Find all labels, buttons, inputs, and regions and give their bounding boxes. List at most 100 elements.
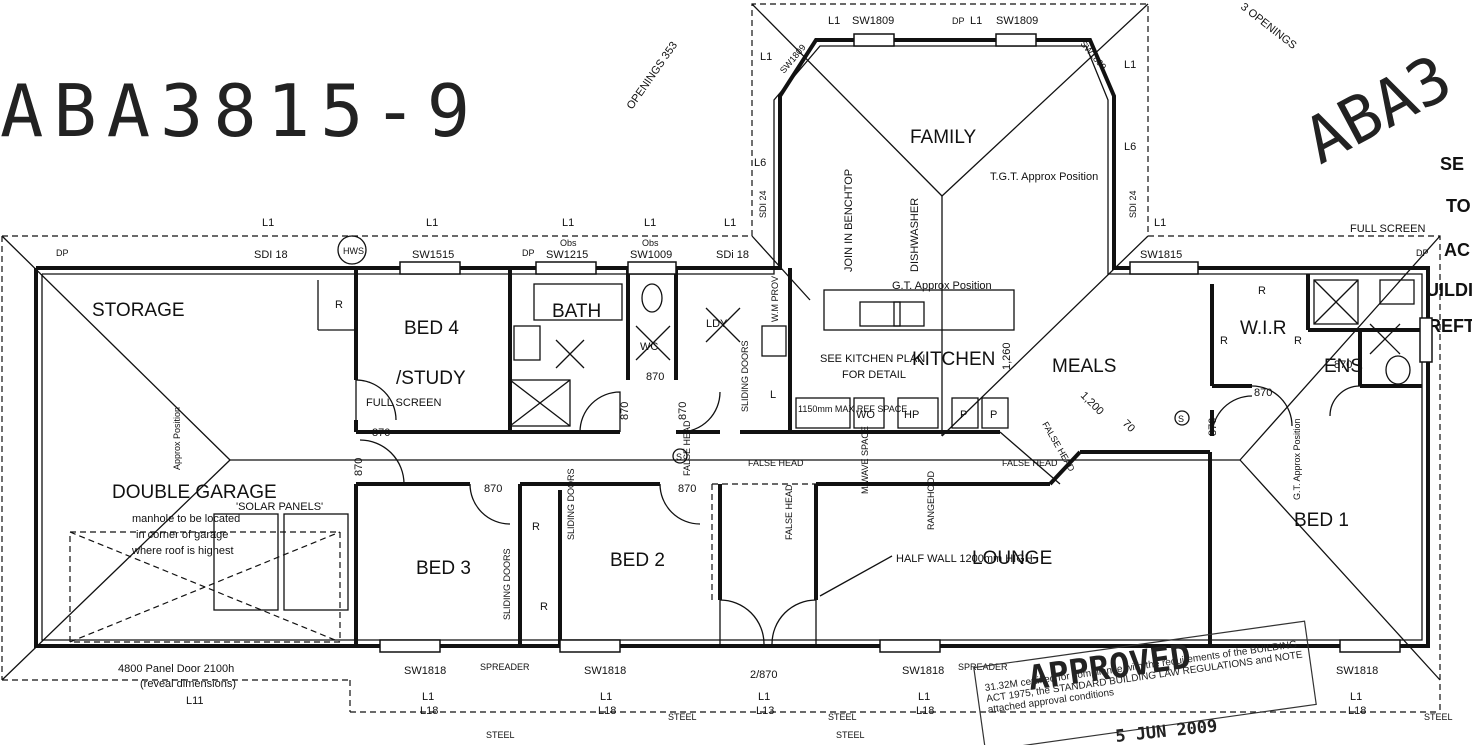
svg-text:HALF WALL 1200mm HIGH: HALF WALL 1200mm HIGH — [896, 553, 1033, 565]
svg-text:870: 870 — [678, 483, 696, 495]
svg-text:1,260: 1,260 — [1001, 342, 1013, 370]
room-bed2: BED 2 — [610, 550, 665, 571]
svg-text:FALSE HEAD: FALSE HEAD — [682, 420, 692, 476]
svg-text:L1: L1 — [644, 217, 656, 229]
svg-text:WO: WO — [856, 409, 875, 421]
svg-text:G.T. Approx Position: G.T. Approx Position — [892, 280, 992, 292]
svg-text:in corner of garage: in corner of garage — [136, 529, 228, 541]
svg-text:SLIDING DOORS: SLIDING DOORS — [566, 468, 576, 540]
hot-water-system: HWS — [337, 235, 367, 265]
room-lounge: LOUNGE — [972, 548, 1052, 569]
svg-text:SPREADER: SPREADER — [480, 662, 530, 672]
svg-text:STEEL: STEEL — [668, 712, 697, 722]
smoke-detector-icon — [672, 448, 688, 464]
svg-text:R: R — [1294, 335, 1302, 347]
svg-text:JOIN IN BENCHTOP: JOIN IN BENCHTOP — [843, 169, 855, 272]
bottom-window-labels: L11 SW1818 SPREADER SW1818 SW1818 SPREAD… — [186, 662, 1453, 740]
svg-text:L13: L13 — [756, 705, 774, 717]
svg-text:SEE KITCHEN PLAN: SEE KITCHEN PLAN — [820, 353, 925, 365]
exterior-walls — [34, 38, 1430, 648]
svg-text:SW1815: SW1815 — [1140, 249, 1182, 261]
svg-text:SDI 24: SDI 24 — [1128, 190, 1138, 218]
room-meals: MEALS — [1052, 356, 1116, 377]
svg-text:SW1215: SW1215 — [546, 249, 588, 261]
right-edge-cut-text: SE TO AC UILDI REFT — [1426, 154, 1472, 336]
svg-text:2/870: 2/870 — [750, 669, 778, 681]
svg-text:L1: L1 — [1154, 217, 1166, 229]
svg-text:870: 870 — [619, 402, 631, 420]
svg-text:SDI 24: SDI 24 — [758, 190, 768, 218]
room-double-garage: DOUBLE GARAGE — [112, 482, 277, 503]
svg-text:SLIDING DOORS: SLIDING DOORS — [740, 340, 750, 412]
svg-text:R: R — [1258, 285, 1266, 297]
svg-text:HWS: HWS — [343, 246, 364, 256]
plan-number-stamp-left: ABA3815-9 — [0, 69, 480, 153]
svg-text:L1: L1 — [918, 691, 930, 703]
svg-text:Approx Position: Approx Position — [172, 407, 182, 470]
svg-text:L1: L1 — [422, 691, 434, 703]
plan-notes: JOIN IN BENCHTOP DISHWASHER G.T. Approx … — [118, 169, 1352, 690]
room-wc: WC — [640, 341, 658, 353]
svg-text:SDi 18: SDi 18 — [716, 249, 749, 261]
svg-text:DP: DP — [1416, 248, 1429, 258]
svg-text:L1: L1 — [760, 51, 772, 63]
svg-text:L1: L1 — [600, 691, 612, 703]
svg-text:SW1818: SW1818 — [902, 665, 944, 677]
svg-text:FOR DETAIL: FOR DETAIL — [842, 369, 906, 381]
roof-hip-lines — [1, 3, 1441, 681]
svg-text:L18: L18 — [916, 705, 934, 717]
svg-text:G.T. Approx Position: G.T. Approx Position — [1292, 418, 1302, 500]
svg-text:STEEL: STEEL — [486, 730, 515, 740]
svg-text:870: 870 — [353, 458, 365, 476]
windows — [379, 33, 1433, 653]
svg-text:M/WAVE SPACE: M/WAVE SPACE — [860, 426, 870, 494]
svg-text:L6: L6 — [754, 157, 766, 169]
svg-text:FALSE HEAD: FALSE HEAD — [748, 458, 804, 468]
svg-text:RANGEHOOD: RANGEHOOD — [926, 470, 936, 530]
svg-text:L: L — [770, 389, 776, 401]
svg-text:870: 870 — [1207, 418, 1219, 436]
svg-text:STEEL: STEEL — [828, 712, 857, 722]
svg-text:L18: L18 — [598, 705, 616, 717]
smoke-detector-label: S — [1178, 414, 1184, 424]
svg-text:SW1009: SW1009 — [630, 249, 672, 261]
room-bed1: BED 1 — [1294, 510, 1349, 531]
svg-text:SW1818: SW1818 — [1336, 665, 1378, 677]
svg-text:L6: L6 — [1124, 141, 1136, 153]
svg-text:SW1515: SW1515 — [412, 249, 454, 261]
svg-text:L1: L1 — [758, 691, 770, 703]
exhaust-fan-symbols — [555, 307, 1401, 369]
room-study: /STUDY — [396, 368, 466, 389]
room-bath: BATH — [552, 301, 601, 322]
door-swings — [355, 379, 1361, 645]
openings-label-right: 3 OPENINGS — [1238, 1, 1298, 52]
svg-text:L1: L1 — [970, 15, 982, 27]
room-labels: STORAGE BED 4 /STUDY BATH LDY WC FAMILY … — [92, 127, 1363, 579]
svg-text:TO: TO — [1446, 196, 1471, 216]
svg-text:R: R — [335, 299, 343, 311]
svg-text:870: 870 — [1334, 359, 1352, 371]
svg-text:AC: AC — [1444, 240, 1470, 260]
svg-text:L18: L18 — [420, 705, 438, 717]
svg-text:L1: L1 — [1350, 691, 1362, 703]
smoke-detector-icon — [1174, 410, 1190, 426]
svg-text:870: 870 — [484, 483, 502, 495]
smoke-detector-label: S — [676, 452, 682, 462]
svg-text:where roof is highest: where roof is highest — [131, 545, 234, 557]
svg-text:70: 70 — [1120, 418, 1137, 435]
room-ldy: LDY — [706, 318, 728, 330]
svg-text:1150mm MAX REF SPACE: 1150mm MAX REF SPACE — [798, 404, 907, 414]
svg-text:SW1809: SW1809 — [996, 15, 1038, 27]
svg-text:870: 870 — [677, 402, 689, 420]
svg-text:DISHWASHER: DISHWASHER — [909, 198, 921, 272]
svg-text:L18: L18 — [1348, 705, 1366, 717]
svg-text:L11: L11 — [186, 695, 204, 707]
plan-number-stamp-right: ABA3 — [1293, 41, 1464, 179]
svg-text:FULL SCREEN: FULL SCREEN — [366, 397, 441, 409]
room-ens: ENS — [1324, 356, 1363, 377]
svg-text:4800 Panel Door 2100h: 4800 Panel Door 2100h — [118, 663, 234, 675]
svg-text:SW1818: SW1818 — [404, 665, 446, 677]
svg-text:SLIDING DOORS: SLIDING DOORS — [502, 548, 512, 620]
svg-text:L1: L1 — [724, 217, 736, 229]
